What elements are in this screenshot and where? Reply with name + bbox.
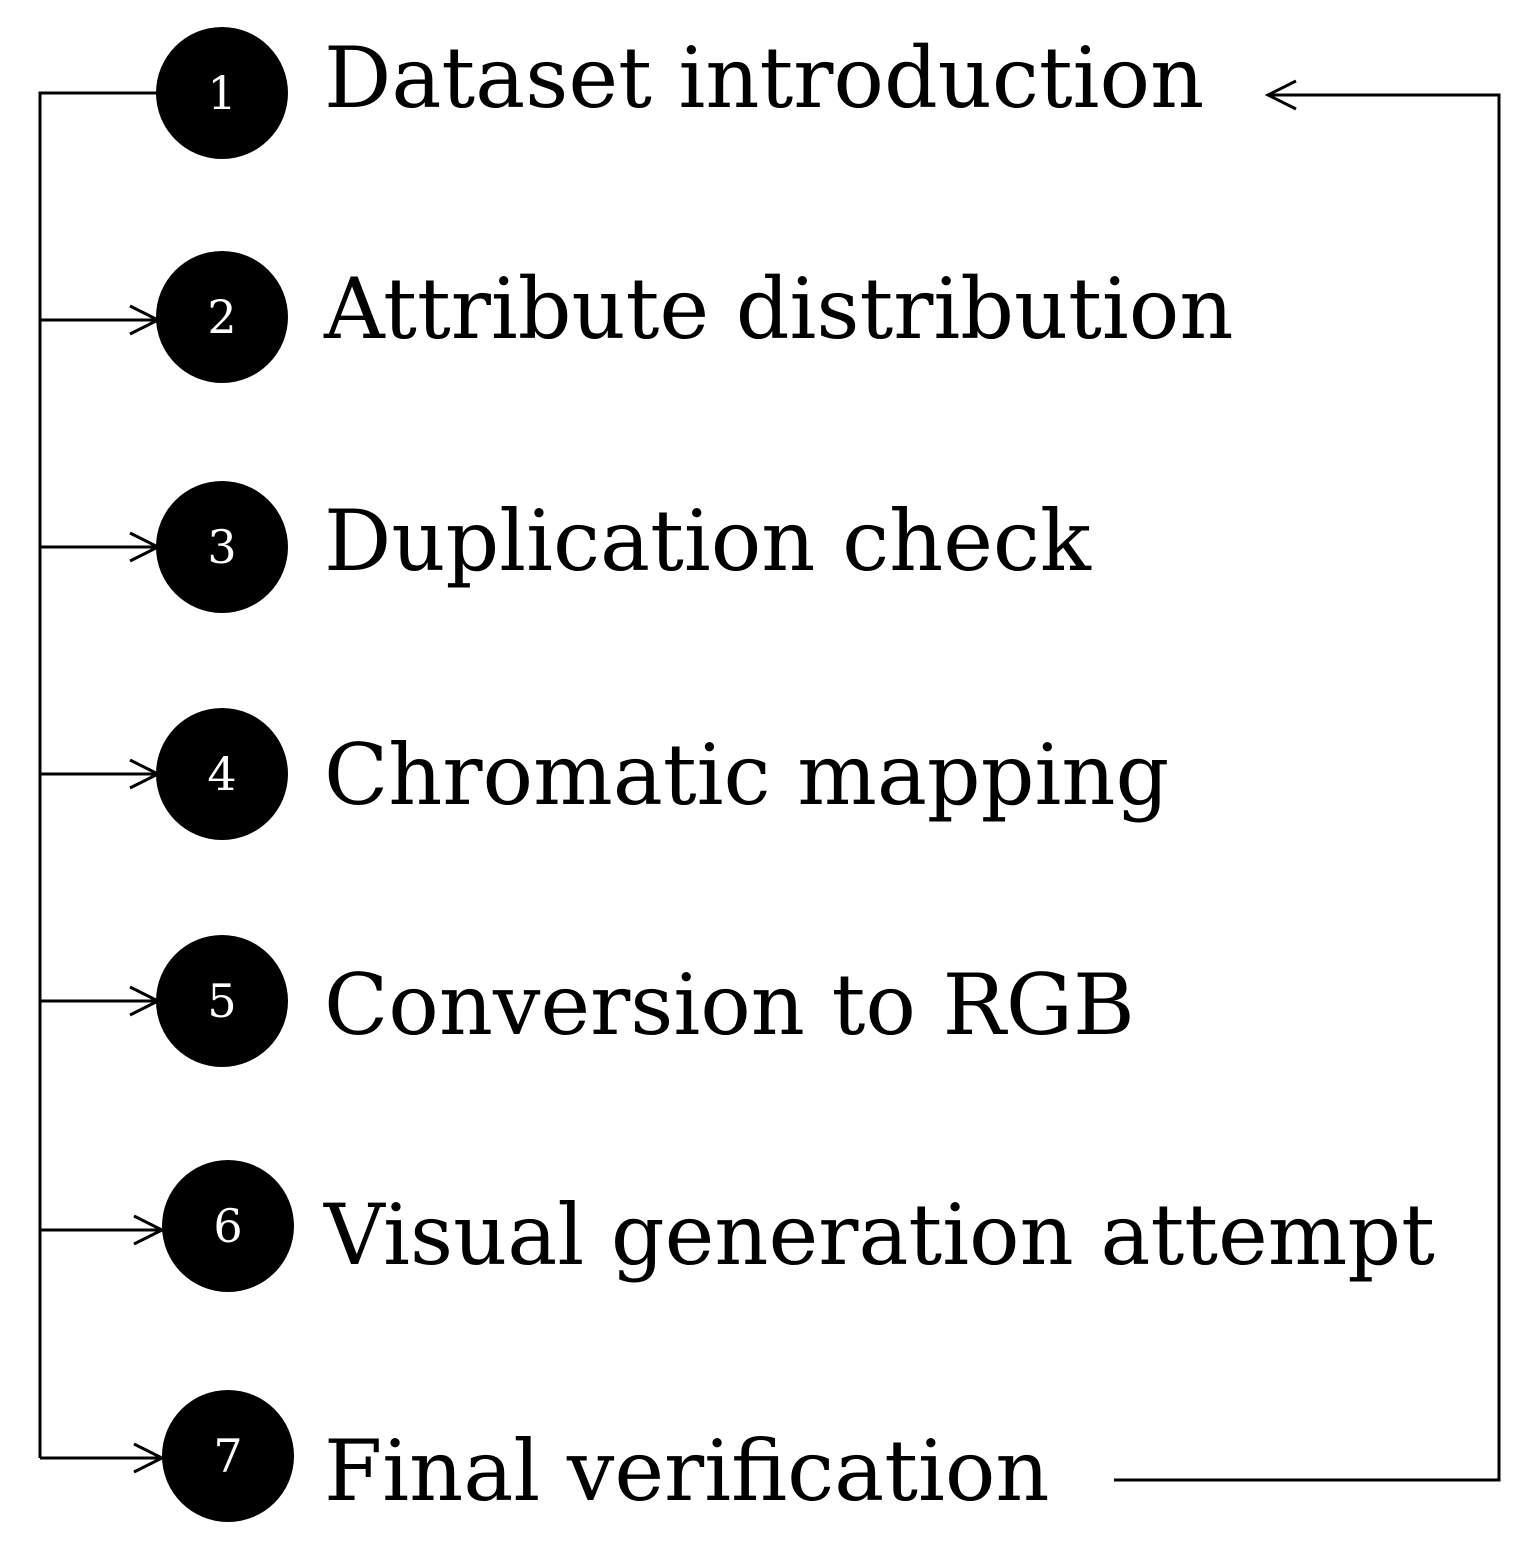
arrow-to-step-6 [40, 1214, 166, 1246]
step-label: Chromatic mapping [324, 726, 1169, 824]
step-number: 3 [207, 520, 236, 574]
step-number: 4 [207, 747, 236, 801]
step-number: 6 [213, 1199, 242, 1253]
step-badge [156, 27, 288, 159]
step-label: Duplication check [324, 492, 1092, 590]
feedback-arrowhead [1264, 79, 1297, 111]
step-6: 6 Visual generation attempt [162, 1160, 1435, 1292]
arrow-to-step-7 [40, 1442, 166, 1474]
step-number: 5 [207, 974, 236, 1028]
step-7: 7 Final verification [162, 1390, 1050, 1522]
left-connector [38, 91, 158, 1458]
step-badge [156, 251, 288, 383]
step-number: 2 [207, 290, 236, 344]
step-badge [162, 1390, 294, 1522]
step-number: 1 [207, 66, 236, 120]
step-badge [156, 708, 288, 840]
step-2: 2 Attribute distribution [156, 251, 1233, 383]
step-badge [162, 1160, 294, 1292]
step-label: Visual generation attempt [323, 1186, 1435, 1284]
step-label: Final verification [324, 1422, 1050, 1520]
arrow-to-step-3 [40, 531, 162, 563]
feedback-line [1114, 93, 1501, 1482]
arrow-to-step-2 [40, 304, 162, 336]
step-1: 1 Dataset introduction [156, 27, 1204, 159]
step-label: Dataset introduction [324, 29, 1204, 127]
step-number: 7 [213, 1429, 242, 1483]
feedback-loop [1114, 79, 1501, 1482]
step-4: 4 Chromatic mapping [156, 708, 1169, 840]
step-badge [156, 481, 288, 613]
arrow-to-step-5 [40, 985, 162, 1017]
step-label: Conversion to RGB [324, 956, 1135, 1054]
step-label: Attribute distribution [323, 260, 1233, 358]
step-3: 3 Duplication check [156, 481, 1092, 613]
spine-arrows [40, 304, 166, 1474]
step-badge [156, 935, 288, 1067]
arrow-to-step-4 [40, 758, 162, 790]
step-5: 5 Conversion to RGB [156, 935, 1135, 1067]
left-spine-line [38, 91, 158, 1458]
